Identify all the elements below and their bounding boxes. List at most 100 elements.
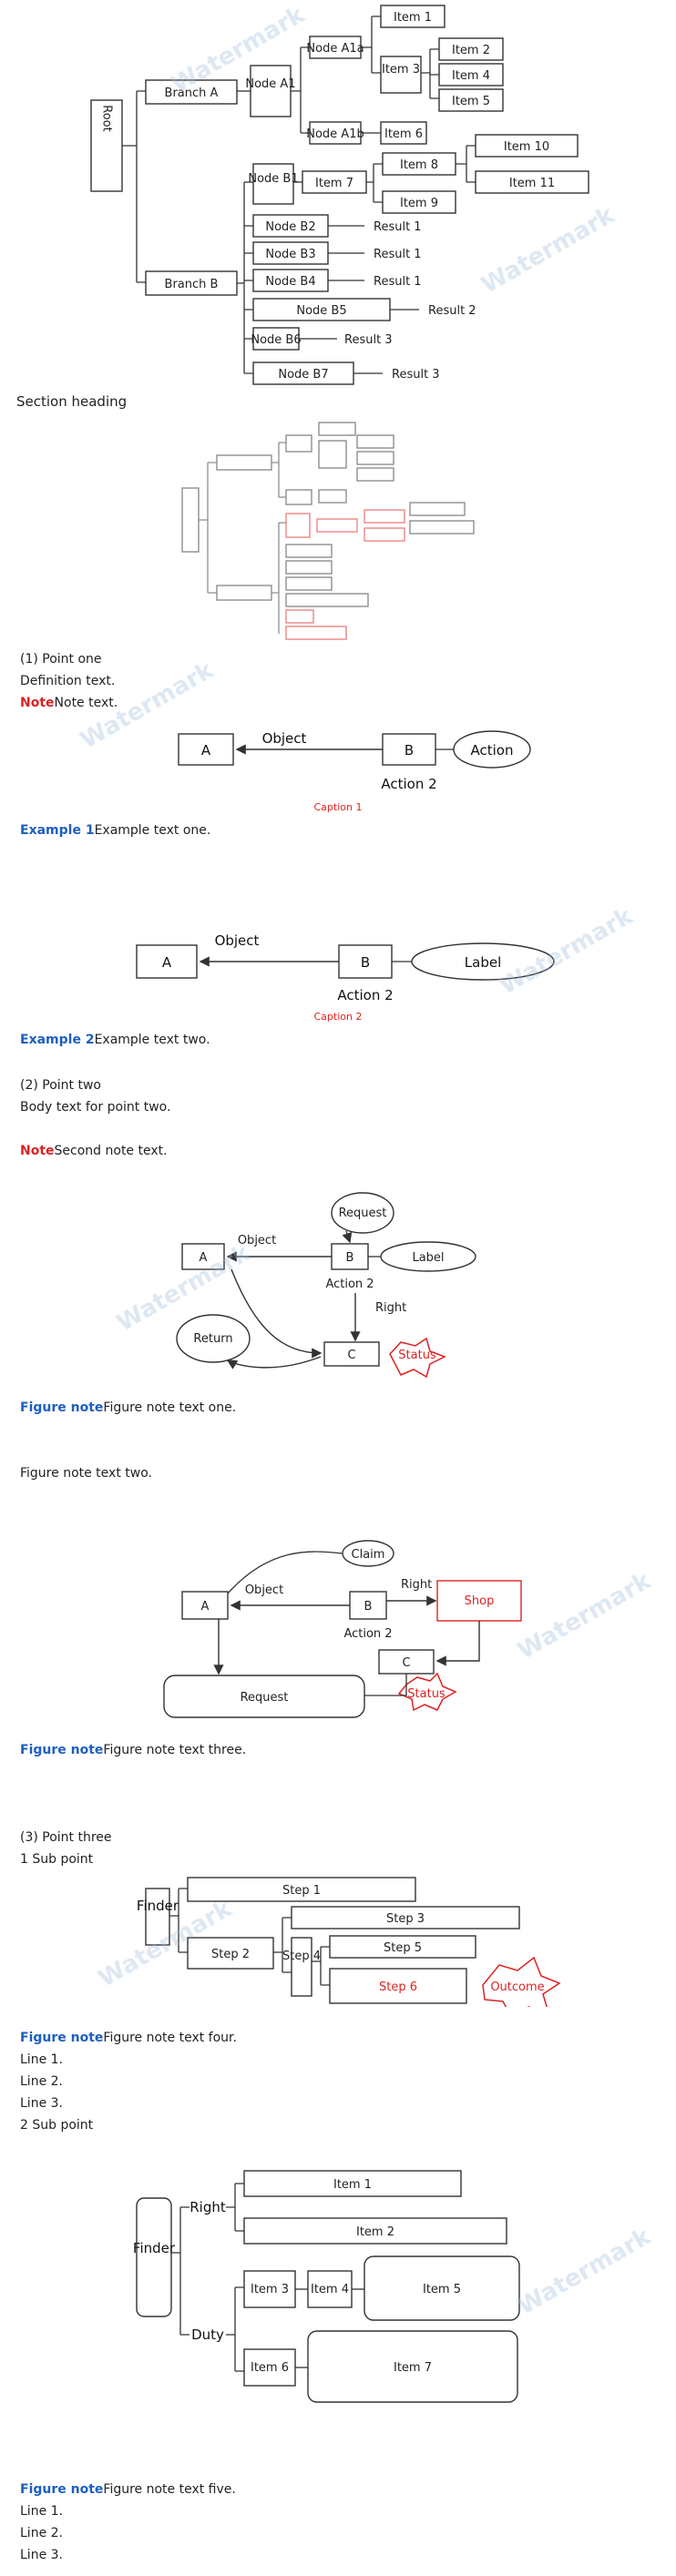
diagram-5: A Object B Claim Right Shop Action 2 C S… bbox=[0, 1524, 676, 1734]
d5-jian: Action 2 bbox=[343, 1627, 392, 1641]
nonlegal-label: Branch B bbox=[165, 278, 219, 291]
diagram-4: A Object B Label Request Action 2 Right … bbox=[0, 1184, 676, 1393]
d7-xuanshang: Item 2 bbox=[356, 2225, 394, 2239]
d3-jian: Action 2 bbox=[337, 987, 393, 1003]
jicheng-label: Node B4 bbox=[265, 275, 315, 289]
d7-qinquan: Item 5 bbox=[423, 2283, 461, 2296]
caption-2: Caption 2 bbox=[313, 1011, 363, 1023]
figure-note-1-extra: Figure note text two. bbox=[20, 1466, 152, 1481]
example1-text: Example text one. bbox=[94, 823, 211, 838]
shanyi-box bbox=[302, 170, 367, 194]
d2-jian: Action 2 bbox=[381, 776, 436, 792]
point1-title: (1) Point one bbox=[20, 652, 102, 667]
d4-wen: B bbox=[346, 1251, 354, 1265]
d2-tongxue: A bbox=[201, 742, 211, 759]
d3-tongxue: A bbox=[162, 954, 172, 971]
figure-note-1-label: Figure note bbox=[20, 1400, 104, 1415]
point2-title: (2) Point two bbox=[20, 1078, 101, 1093]
d4-shanyi: Status bbox=[398, 1349, 436, 1362]
d5-wen: B bbox=[364, 1600, 373, 1614]
classification-tree: Root Branch A Node A1 Node A1a Node A1b … bbox=[0, 0, 676, 392]
d6-gonggao: Step 6 bbox=[379, 1980, 417, 1994]
d7-guyi: Item 7 bbox=[394, 2361, 432, 2375]
bdc-shanyi-label: Item 11 bbox=[509, 177, 555, 190]
example1: Example 1Example text one. bbox=[20, 820, 658, 841]
mini-tree bbox=[0, 415, 676, 643]
budongchan-label: Node A1b bbox=[306, 127, 364, 141]
figure-note-2: Figure noteFigure note text three. bbox=[20, 1739, 658, 1761]
wenshu-label: Node B2 bbox=[265, 220, 315, 234]
tip2-text: Second note text. bbox=[54, 1144, 168, 1158]
figure-note-3-line-1: Line 1. bbox=[20, 2052, 63, 2067]
d4-ellipse: Label bbox=[412, 1251, 444, 1265]
example2-text: Example text two. bbox=[94, 1033, 210, 1047]
tip2-label: Note bbox=[20, 1144, 55, 1158]
guannian-box bbox=[380, 56, 422, 94]
d5-qingqiu: Request bbox=[241, 1691, 289, 1705]
figure-note-4-line-2: Line 2. bbox=[20, 2526, 63, 2540]
dengji-box bbox=[380, 121, 427, 145]
zhanyou-yi-label: Item 9 bbox=[400, 197, 438, 210]
tip1: NoteNote text. bbox=[20, 692, 658, 714]
d6-bu-zhidao: Step 4 bbox=[282, 1950, 321, 1963]
d7-yiwu: Duty bbox=[191, 2327, 224, 2343]
d4-teacher: C bbox=[347, 1349, 355, 1362]
d4-jian: Action 2 bbox=[325, 1278, 374, 1291]
figure-note-3-line-3: Line 3. bbox=[20, 2096, 63, 2111]
tip1-text: Note text. bbox=[54, 696, 118, 710]
d4-jiu: Object bbox=[238, 1234, 276, 1247]
d3-jiu: Object bbox=[215, 932, 260, 949]
d4-qingqiu: Request bbox=[339, 1207, 387, 1220]
figure-note-3: Figure noteFigure note text four. bbox=[20, 2027, 658, 2049]
root-label: Root bbox=[100, 105, 114, 131]
xianshi-label: Item 1 bbox=[394, 11, 432, 25]
zhengshou-result: Result 1 bbox=[374, 248, 422, 261]
d6-finder: Finder bbox=[137, 1898, 179, 1914]
figure-note-4: Figure noteFigure note text five. bbox=[20, 2479, 658, 2500]
guannian-label: Item 3 bbox=[382, 63, 420, 76]
zhanyou-tuo-box bbox=[382, 152, 456, 176]
example2: Example 2Example text two. bbox=[20, 1029, 658, 1051]
bdc-shanyi-box bbox=[475, 170, 589, 194]
figure-note-3-label: Figure note bbox=[20, 2031, 104, 2045]
diagram-7: Finder Right Item 1 Item 2 Duty Item 3 I… bbox=[0, 2143, 676, 2408]
point3-sub: 1 Sub point bbox=[20, 1852, 94, 1867]
zhengshou-box bbox=[252, 241, 329, 265]
d7-baoguan: Item 6 bbox=[251, 2361, 289, 2375]
diagram-3: A Object B Label Action 2 bbox=[0, 918, 676, 1009]
figure-note-4-text: Figure note text five. bbox=[103, 2482, 236, 2497]
d2-wen: B bbox=[405, 742, 414, 759]
jicheng-result: Result 1 bbox=[374, 275, 422, 289]
d3-wen: B bbox=[361, 954, 370, 971]
figure-note-1: Figure noteFigure note text one. bbox=[20, 1397, 658, 1419]
diagram-2: A Object B Action Action 2 bbox=[0, 719, 676, 801]
d3-ellipse: Label bbox=[465, 954, 501, 971]
d6-songjiao: Step 2 bbox=[211, 1948, 250, 1961]
zhengshou-label: Node B3 bbox=[265, 248, 315, 261]
d5-shop: Shop bbox=[465, 1594, 495, 1608]
d6-zhidao2: Step 3 bbox=[386, 1912, 425, 1926]
d7-jujue: Item 4 bbox=[311, 2283, 349, 2296]
example2-label: Example 2 bbox=[20, 1033, 95, 1047]
zhishi-box bbox=[438, 63, 504, 87]
zhanyou-yi-box bbox=[382, 190, 456, 214]
point1-definition: Definition text. bbox=[20, 674, 116, 688]
weijian-result: Result 2 bbox=[428, 304, 476, 318]
tip1-label: Note bbox=[20, 696, 55, 710]
d5-teacher: C bbox=[402, 1656, 410, 1670]
d5-wuquan: Right bbox=[401, 1578, 432, 1592]
d7-quanli: Right bbox=[189, 2199, 226, 2215]
tip2: NoteSecond note text. bbox=[20, 1140, 658, 1162]
figure-note-2-label: Figure note bbox=[20, 1743, 104, 1757]
d7-fanhuan: Item 3 bbox=[251, 2283, 289, 2296]
point3-sub2: 2 Sub point bbox=[20, 2118, 94, 2133]
d6-jishi: Step 5 bbox=[384, 1941, 422, 1955]
d7-bichao: Item 1 bbox=[333, 2178, 372, 2192]
zhanyou-label: Item 5 bbox=[452, 95, 490, 108]
legal-label: Branch A bbox=[165, 87, 219, 100]
d7-finder: Finder bbox=[133, 2240, 176, 2256]
dengji-label: Item 6 bbox=[384, 127, 423, 141]
d5-zhuichang: Claim bbox=[352, 1548, 385, 1562]
shanyi-label: Item 7 bbox=[315, 177, 353, 190]
figure-note-4-line-1: Line 1. bbox=[20, 2504, 63, 2519]
